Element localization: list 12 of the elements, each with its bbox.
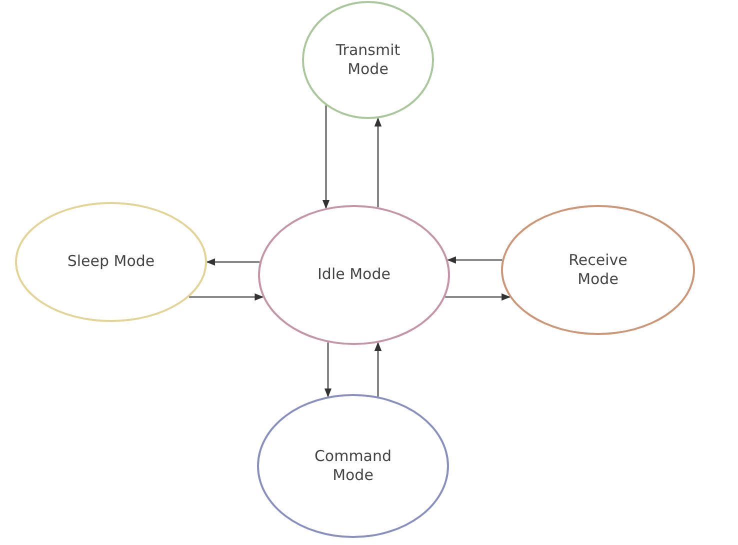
- state-label: Idle Mode: [316, 265, 392, 285]
- state-label: Transmit Mode: [334, 40, 402, 80]
- arrow: [324, 342, 332, 398]
- arrow: [445, 293, 511, 301]
- state-label: Receive Mode: [568, 250, 628, 290]
- state-label: Command Mode: [313, 446, 393, 486]
- arrow: [206, 258, 260, 266]
- arrow: [188, 293, 264, 301]
- state-label: Sleep Mode: [66, 252, 156, 272]
- arrow: [446, 256, 502, 264]
- arrow: [374, 117, 382, 208]
- arrow: [322, 106, 330, 209]
